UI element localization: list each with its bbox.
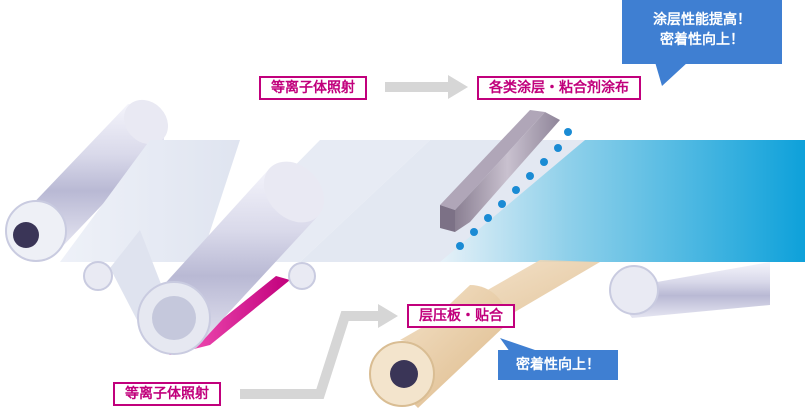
callout-top-line2: 密着性向上！ (660, 32, 744, 48)
rewind-roll (609, 262, 770, 318)
idler-roll-left (83, 261, 113, 291)
label-coating: 各类涂层・粘合剂涂布 (477, 76, 641, 100)
arrow-top (385, 75, 468, 99)
callout-top: 涂层性能提高！ 密着性向上！ (622, 0, 782, 64)
callout-top-line1: 涂层性能提高！ (653, 12, 751, 28)
arrow-bottom (240, 304, 398, 399)
label-plasma-top: 等离子体照射 (259, 76, 367, 100)
coating-drops (456, 128, 572, 250)
treatment-roll (137, 161, 325, 355)
coater-nozzle (440, 110, 560, 232)
unwind-roll (5, 99, 169, 262)
coated-film (440, 140, 805, 262)
label-lamination: 层压板・贴合 (407, 304, 515, 328)
callout-top-tail (655, 62, 688, 86)
callout-bottom: 密着性向上！ (498, 350, 618, 380)
label-plasma-bottom: 等离子体照射 (113, 382, 221, 406)
idler-roll-middle (288, 262, 316, 290)
